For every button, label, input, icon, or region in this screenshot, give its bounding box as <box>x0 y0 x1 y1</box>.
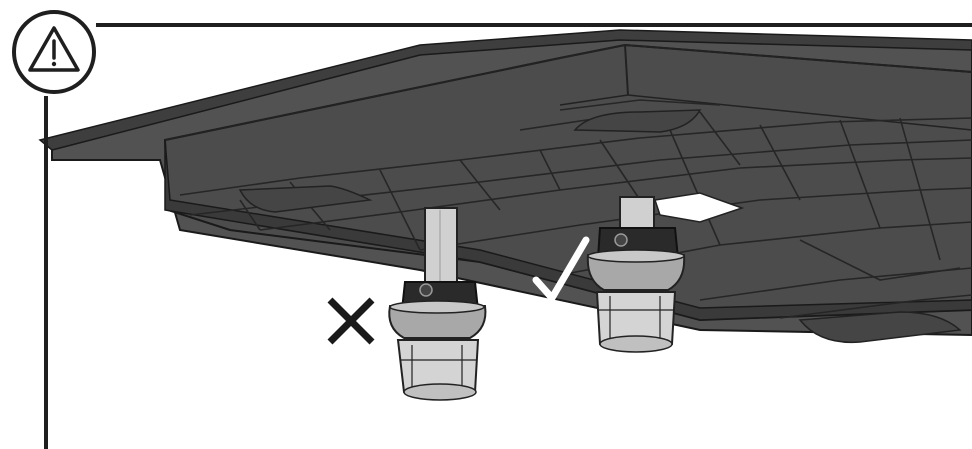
pocket-left <box>238 185 373 213</box>
warning-frame <box>44 23 972 449</box>
warning-triangle-icon <box>12 10 96 94</box>
fitting-incorrect <box>388 207 487 401</box>
pocket-bottom <box>798 311 962 344</box>
pocket-top <box>573 109 702 133</box>
panel-opening <box>654 192 745 223</box>
cross-mark-icon <box>327 297 375 345</box>
panel-underside <box>38 29 972 344</box>
check-mark-icon <box>532 236 590 302</box>
fitting-correct <box>586 196 686 353</box>
